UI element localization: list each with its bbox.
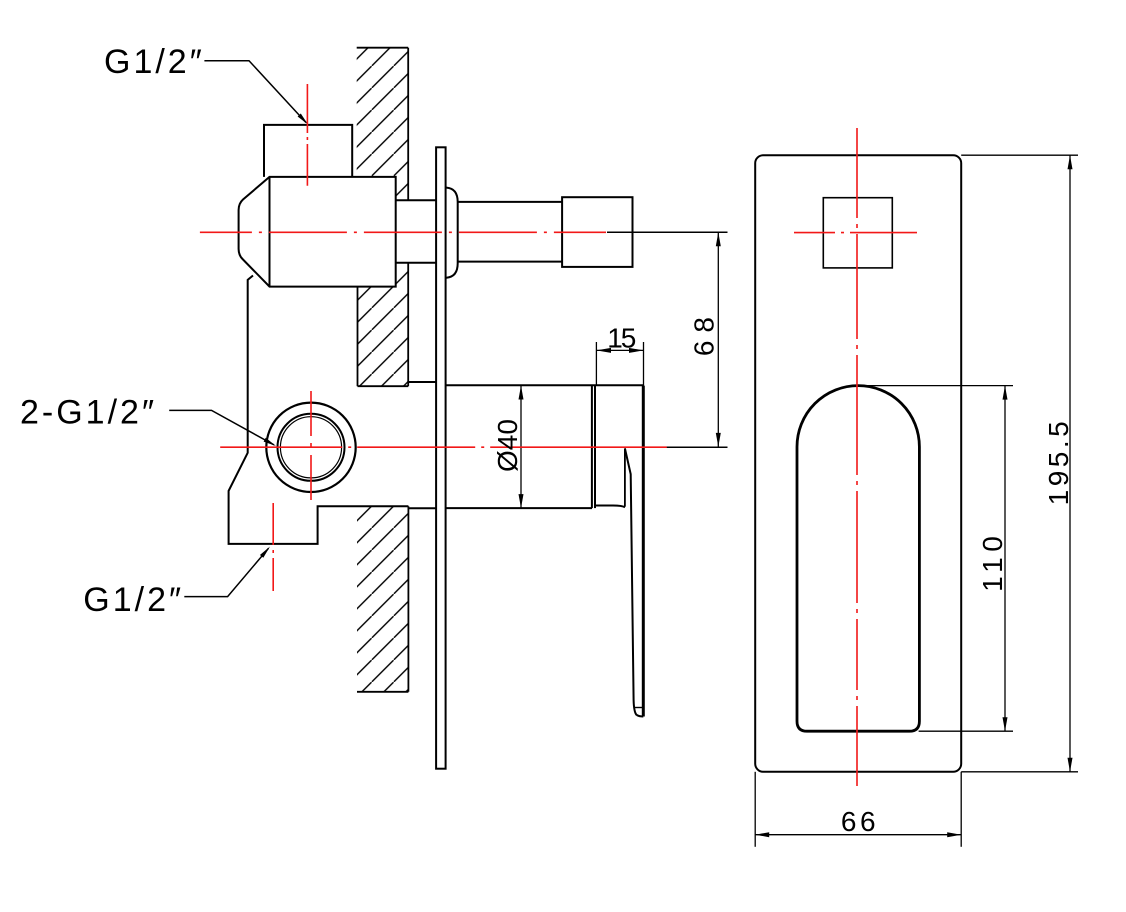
svg-text:66: 66 — [841, 806, 879, 837]
svg-text:195.5: 195.5 — [1043, 418, 1074, 506]
svg-text:G1/2″: G1/2″ — [104, 43, 205, 81]
svg-text:Ø40: Ø40 — [492, 419, 523, 472]
svg-text:2-G1/2″: 2-G1/2″ — [20, 394, 157, 432]
svg-text:15: 15 — [607, 322, 636, 353]
svg-text:G1/2″: G1/2″ — [83, 581, 184, 619]
svg-text:68: 68 — [689, 309, 720, 356]
svg-text:110: 110 — [977, 531, 1008, 592]
